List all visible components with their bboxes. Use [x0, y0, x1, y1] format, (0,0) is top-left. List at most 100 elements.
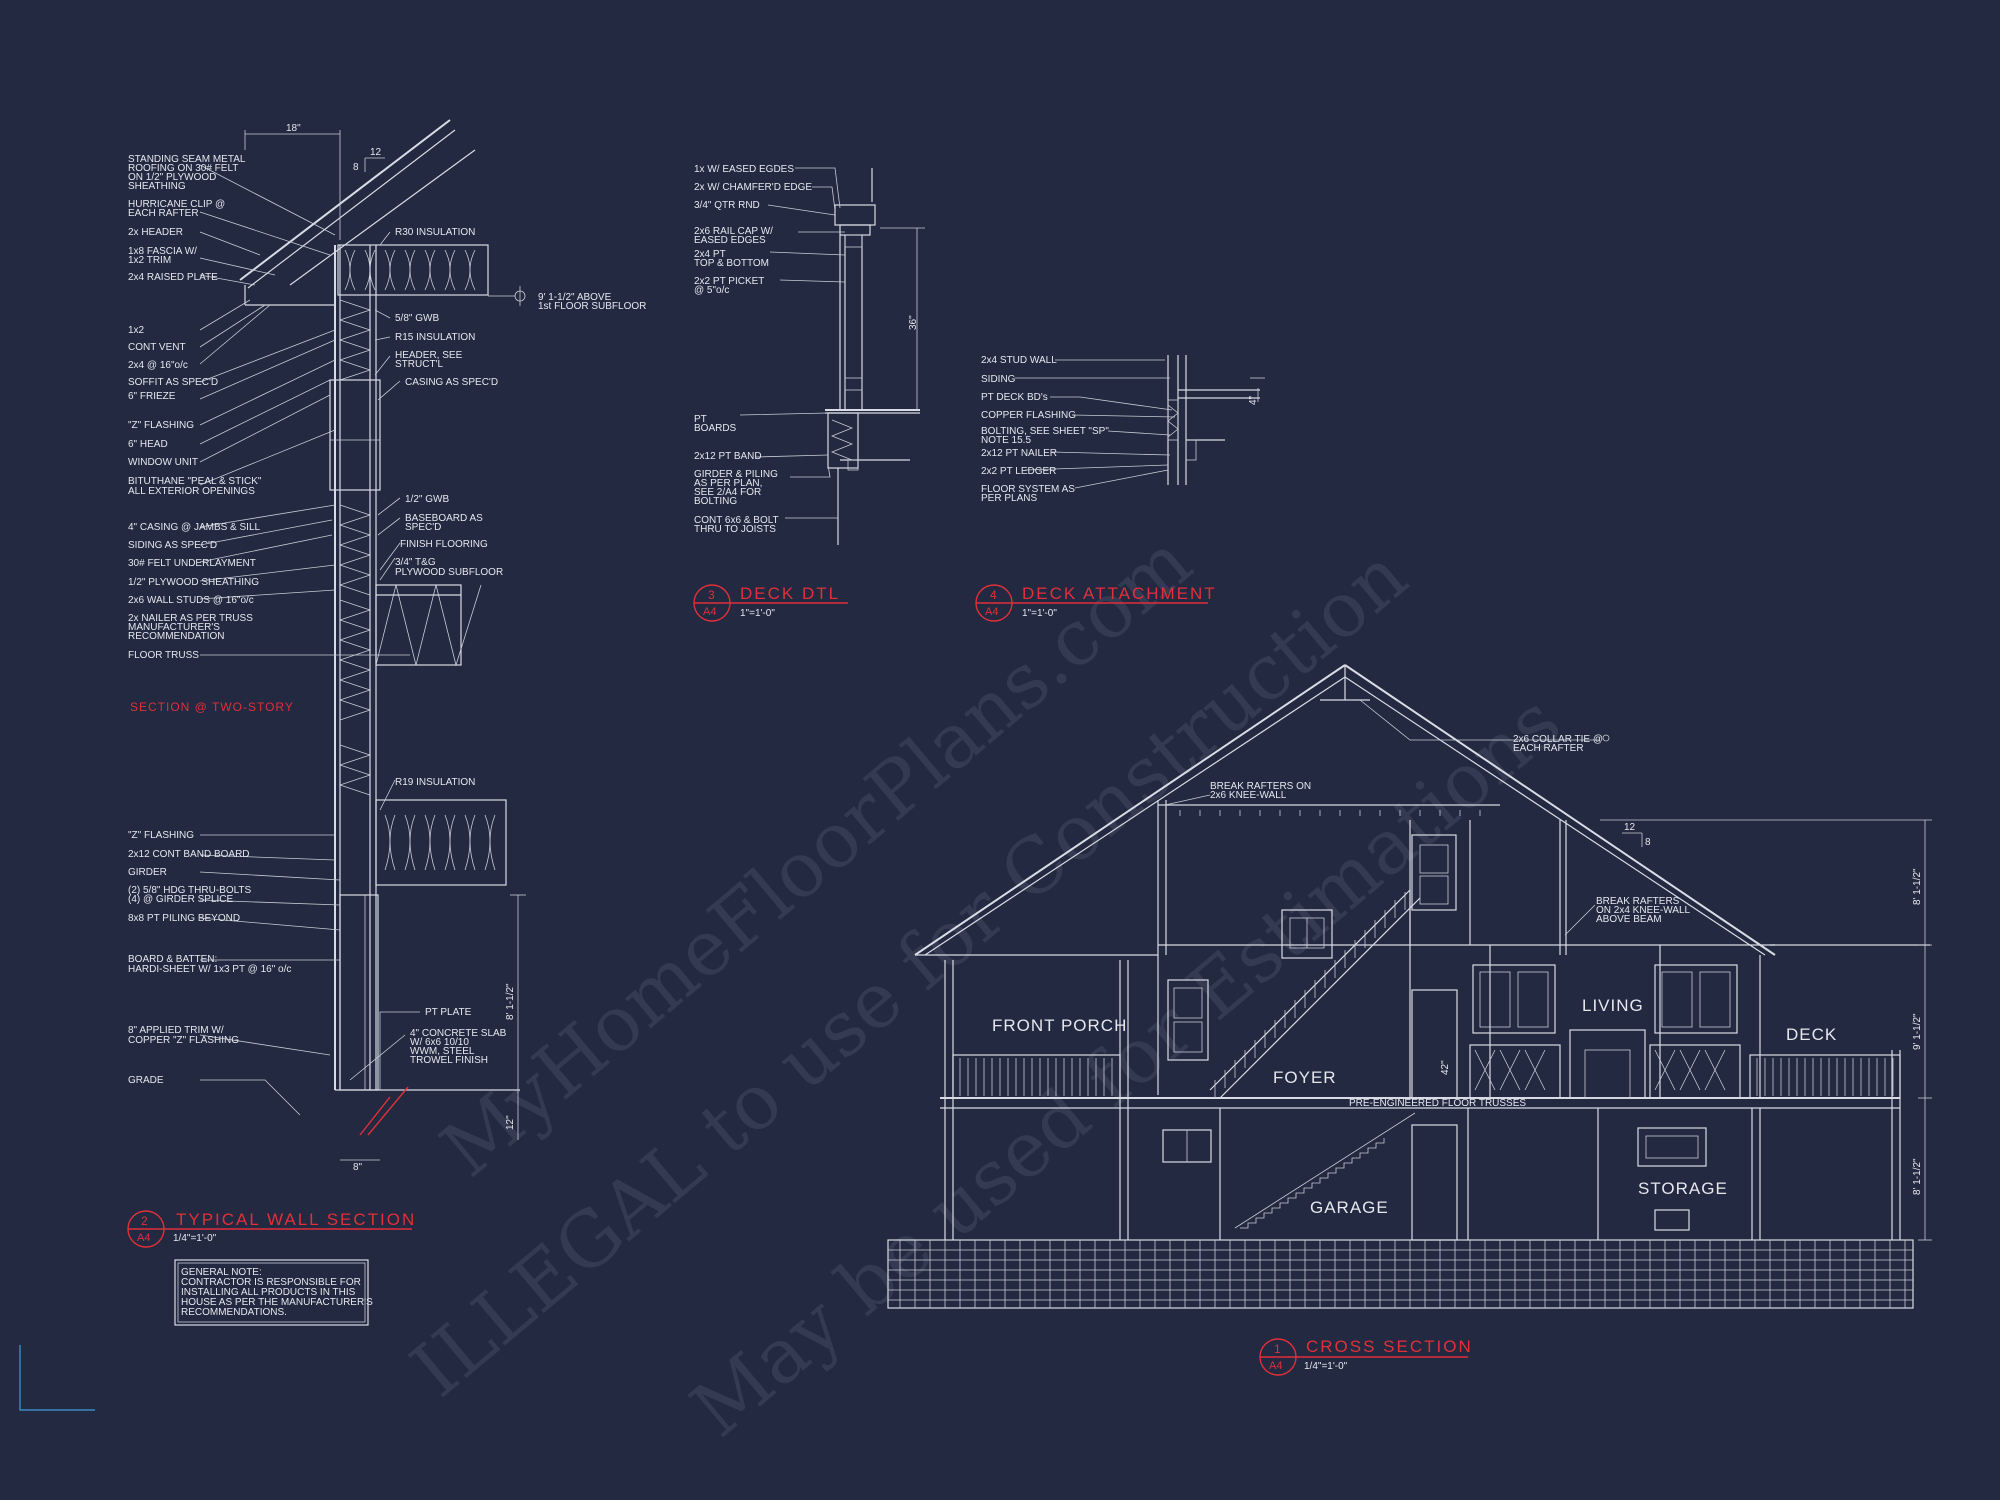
note: PER PLANS — [981, 493, 1037, 504]
note: 1/2" GWB — [405, 494, 449, 505]
note: 2x4 @ 16"o/c — [128, 360, 188, 371]
note: 1x8 FASCIA W/ — [128, 246, 197, 257]
note: (4) @ GIRDER SPLICE — [128, 894, 234, 905]
note: TROWEL FINISH — [410, 1055, 488, 1066]
dim-8-inch: 8" — [353, 1162, 363, 1173]
note: R30 INSULATION — [395, 227, 475, 238]
note: 2x12 PT NAILER — [981, 448, 1057, 459]
note: NOTE 15.5 — [981, 435, 1031, 446]
typical-wall-section: 18" 12 8 — [127, 119, 646, 1326]
general-note-line: RECOMMENDATIONS. — [181, 1307, 287, 1318]
note: BITUTHANE "PEAL & STICK" — [128, 476, 262, 487]
rail-height-dim: 42" — [1440, 1060, 1451, 1075]
note: PT PLATE — [425, 1007, 472, 1018]
watermark: MyHomeFloorPlans.com ILLEGAL to use for … — [394, 516, 1576, 1454]
note: R15 INSULATION — [395, 332, 475, 343]
note: 1x2 — [128, 325, 145, 336]
sheet-number: A4 — [985, 606, 998, 618]
note: 1/2" PLYWOOD SHEATHING — [128, 577, 259, 588]
note: 2x W/ CHAMFER'D EDGE — [694, 182, 812, 193]
room-label-living: LIVING — [1582, 996, 1644, 1015]
knee-wall-note: BREAK RAFTERS ON — [1210, 781, 1311, 792]
sheet-number: A4 — [137, 1232, 150, 1244]
note: 2x NAILER AS PER TRUSS — [128, 613, 253, 624]
elevation-note: 9' 1-1/2" ABOVE — [538, 292, 612, 303]
note: "Z" FLASHING — [128, 830, 194, 841]
detail-number: 3 — [708, 588, 715, 602]
note: BOLTING — [694, 496, 737, 507]
general-note-line: GENERAL NOTE: — [181, 1267, 262, 1278]
deck-dtl-notes: 1x W/ EASED EGDES 2x W/ CHAMFER'D EDGE 3… — [694, 164, 812, 535]
deck-attach-notes: 2x4 STUD WALL SIDING PT DECK BD's COPPER… — [981, 355, 1109, 504]
detail-title: DECK DTL — [740, 584, 840, 603]
note: 1x2 TRIM — [128, 255, 171, 266]
note: EASED EDGES — [694, 235, 766, 246]
note: ALL EXTERIOR OPENINGS — [128, 486, 255, 497]
deck-dtl-dim: 36" — [908, 315, 919, 330]
note: SHEATHING — [128, 181, 186, 192]
note: (2) 5/8" HDG THRU-BOLTS — [128, 885, 252, 896]
room-label-garage: GARAGE — [1310, 1198, 1389, 1217]
dim-middle: 9' 1-1/2" — [1912, 1013, 1923, 1050]
deck-attach-dim: 4" — [1248, 395, 1259, 405]
pitch-run: 12 — [1624, 822, 1636, 833]
note: TOP & BOTTOM — [694, 258, 769, 269]
wall-section-left-notes: STANDING SEAM METAL ROOFING ON 30# FELT … — [128, 154, 291, 1086]
detail-number: 1 — [1274, 1342, 1281, 1356]
detail-title: TYPICAL WALL SECTION — [176, 1210, 416, 1229]
note: HEADER, SEE — [395, 350, 463, 361]
note: SIDING AS SPEC'D — [128, 540, 217, 551]
note: 2x2 PT LEDGER — [981, 466, 1056, 477]
note: SOFFIT AS SPEC'D — [128, 377, 218, 388]
wall-section-right-notes: R30 INSULATION 5/8" GWB R15 INSULATION H… — [395, 227, 507, 1066]
note: FLOOR SYSTEM AS — [981, 484, 1075, 495]
room-label-storage: STORAGE — [1638, 1179, 1728, 1198]
note: CONT 6x6 & BOLT — [694, 515, 779, 526]
note: 4" CONCRETE SLAB — [410, 1028, 507, 1039]
sheet-number: A4 — [703, 606, 716, 618]
note: 2x12 PT BAND — [694, 451, 762, 462]
foundation-hatch — [888, 1240, 1913, 1308]
note: 1x W/ EASED EGDES — [694, 164, 794, 175]
deck-detail: 36" 1x W/ EASED EGDES 2x W/ CHAMFER'D ED… — [693, 164, 925, 622]
knee-wall-note: 2x6 KNEE-WALL — [1210, 790, 1287, 801]
note: 2x6 WALL STUDS @ 16"o/c — [128, 595, 254, 606]
note: FINISH FLOORING — [400, 539, 488, 550]
note: COPPER "Z" FLASHING — [128, 1035, 239, 1046]
note: W/ 6x6 10/10 — [410, 1037, 469, 1048]
note: HARDI-SHEET W/ 1x3 PT @ 16" o/c — [128, 964, 291, 975]
section-label: SECTION @ TWO-STORY — [130, 700, 294, 714]
floor-truss-note: PRE-ENGINEERED FLOOR TRUSSES — [1349, 1098, 1526, 1109]
detail-scale: 1"=1'-0" — [1022, 608, 1057, 619]
note: 2x6 RAIL CAP W/ — [694, 226, 773, 237]
collar-tie-note: EACH RAFTER — [1513, 743, 1584, 754]
dim-upper: 8' 1-1/2" — [1912, 868, 1923, 905]
room-label-foyer: FOYER — [1273, 1068, 1337, 1087]
note: HURRICANE CLIP @ — [128, 199, 225, 210]
elevation-note: 1st FLOOR SUBFLOOR — [538, 301, 646, 312]
note: ON 1/2" PLYWOOD — [128, 172, 216, 183]
note: COPPER FLASHING — [981, 410, 1076, 421]
note: 5/8" GWB — [395, 313, 439, 324]
note: 3/4" QTR RND — [694, 200, 760, 211]
note: CASING AS SPEC'D — [405, 377, 498, 388]
dim-top: 18" — [286, 123, 301, 134]
note: EACH RAFTER — [128, 208, 199, 219]
cross-section: PRE-ENGINEERED FLOOR TRUSSES — [887, 664, 1932, 1376]
note: 2x4 RAISED PLATE — [128, 272, 218, 283]
break-rafter-note: BREAK RAFTERS — [1596, 896, 1680, 907]
note: PT — [694, 414, 707, 425]
general-note-line: HOUSE AS PER THE MANUFACTURER'S — [181, 1297, 373, 1308]
note: BASEBOARD AS — [405, 513, 483, 524]
note: ROOFING ON 30# FELT — [128, 163, 238, 174]
note: STANDING SEAM METAL — [128, 154, 246, 165]
note: RECOMMENDATION — [128, 631, 224, 642]
collar-tie-note: 2x6 COLLAR TIE @ — [1513, 734, 1603, 745]
note: WWM, STEEL — [410, 1046, 475, 1057]
dim-height: 8' 1-1/2" — [505, 983, 516, 1020]
note: R19 INSULATION — [395, 777, 475, 788]
dim-12-inch: 12" — [505, 1115, 516, 1130]
note: FLOOR TRUSS — [128, 650, 199, 661]
note: GRADE — [128, 1075, 164, 1086]
detail-number: 4 — [990, 588, 997, 602]
